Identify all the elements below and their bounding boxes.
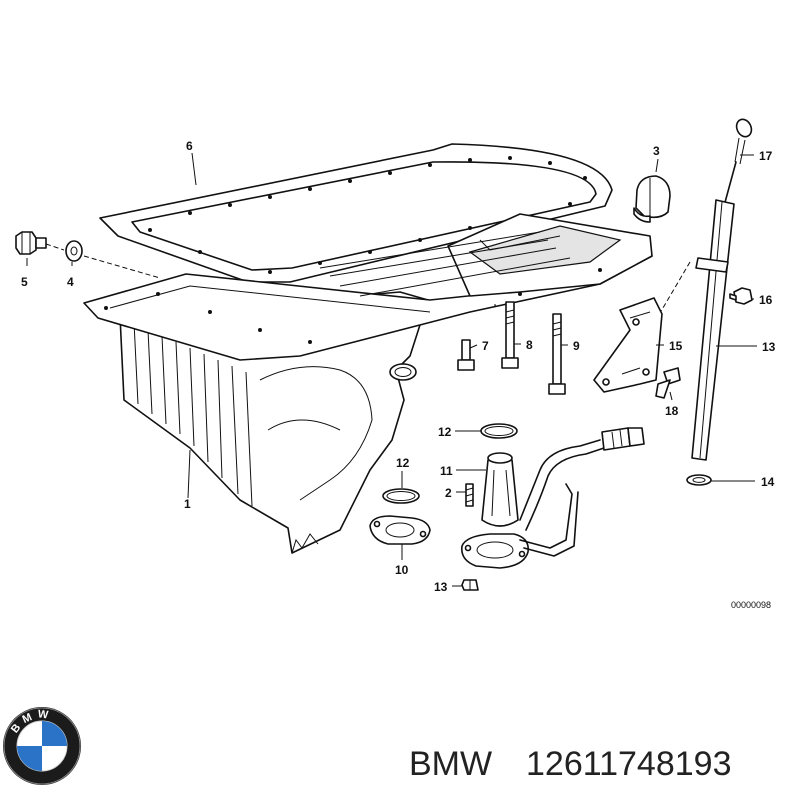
pan-flange-bolt-holes [104, 268, 602, 344]
callout-9: 9 [573, 339, 580, 353]
callout-11: 11 [440, 464, 453, 478]
callout-16: 15 [669, 339, 683, 353]
sump-ribs [133, 321, 253, 507]
dipstick-guide-tube [691, 199, 735, 461]
nut [461, 579, 479, 591]
callout-15: 14 [761, 475, 775, 489]
product-part-number: 12611748193 [526, 745, 731, 783]
oil-pan [83, 213, 653, 554]
seal-ring [65, 240, 83, 262]
bolt-18 [655, 367, 681, 399]
bolt-8 [501, 301, 519, 369]
cap [633, 175, 671, 223]
callout-13: 13 [434, 580, 448, 594]
callout-17: 16 [759, 293, 773, 307]
bolt-9 [548, 313, 566, 395]
callout-18: 18 [665, 404, 679, 418]
leader-lines [26, 152, 757, 587]
oil-level-sensor [460, 427, 645, 569]
gasket-bolt-holes [148, 156, 587, 274]
callout-10: 10 [395, 563, 409, 577]
stud [465, 483, 474, 507]
diagram-ref-code: 00000098 [731, 600, 771, 610]
callout-8: 8 [526, 338, 533, 352]
dipstick [723, 118, 753, 207]
cover-plate [369, 515, 431, 545]
bmw-roundel-icon: BMW [3, 707, 81, 785]
callout-14: 13 [762, 340, 776, 354]
callout-labels: 6 3 17 5 4 16 7 8 9 15 13 18 12 12 11 2 … [21, 139, 776, 594]
drain-plug [15, 231, 47, 255]
callout-2: 2 [445, 486, 452, 500]
callout-12-upper: 12 [438, 425, 452, 439]
bolt-7 [457, 339, 475, 371]
callout-19: 17 [759, 149, 773, 163]
callout-4: 4 [67, 275, 74, 289]
bracket [593, 297, 663, 393]
screw-17 [729, 287, 753, 305]
callout-5: 5 [21, 275, 28, 289]
seal-ring-15 [686, 474, 712, 486]
oil-pan-gasket [99, 143, 613, 283]
callout-12-lower: 12 [396, 456, 410, 470]
product-brand: BMW [409, 745, 492, 783]
callout-7: 7 [482, 339, 489, 353]
o-ring-upper [480, 423, 518, 439]
callout-6: 6 [186, 139, 193, 153]
o-ring-lower [382, 488, 420, 504]
callout-1: 1 [184, 497, 191, 511]
callout-3: 3 [653, 144, 660, 158]
